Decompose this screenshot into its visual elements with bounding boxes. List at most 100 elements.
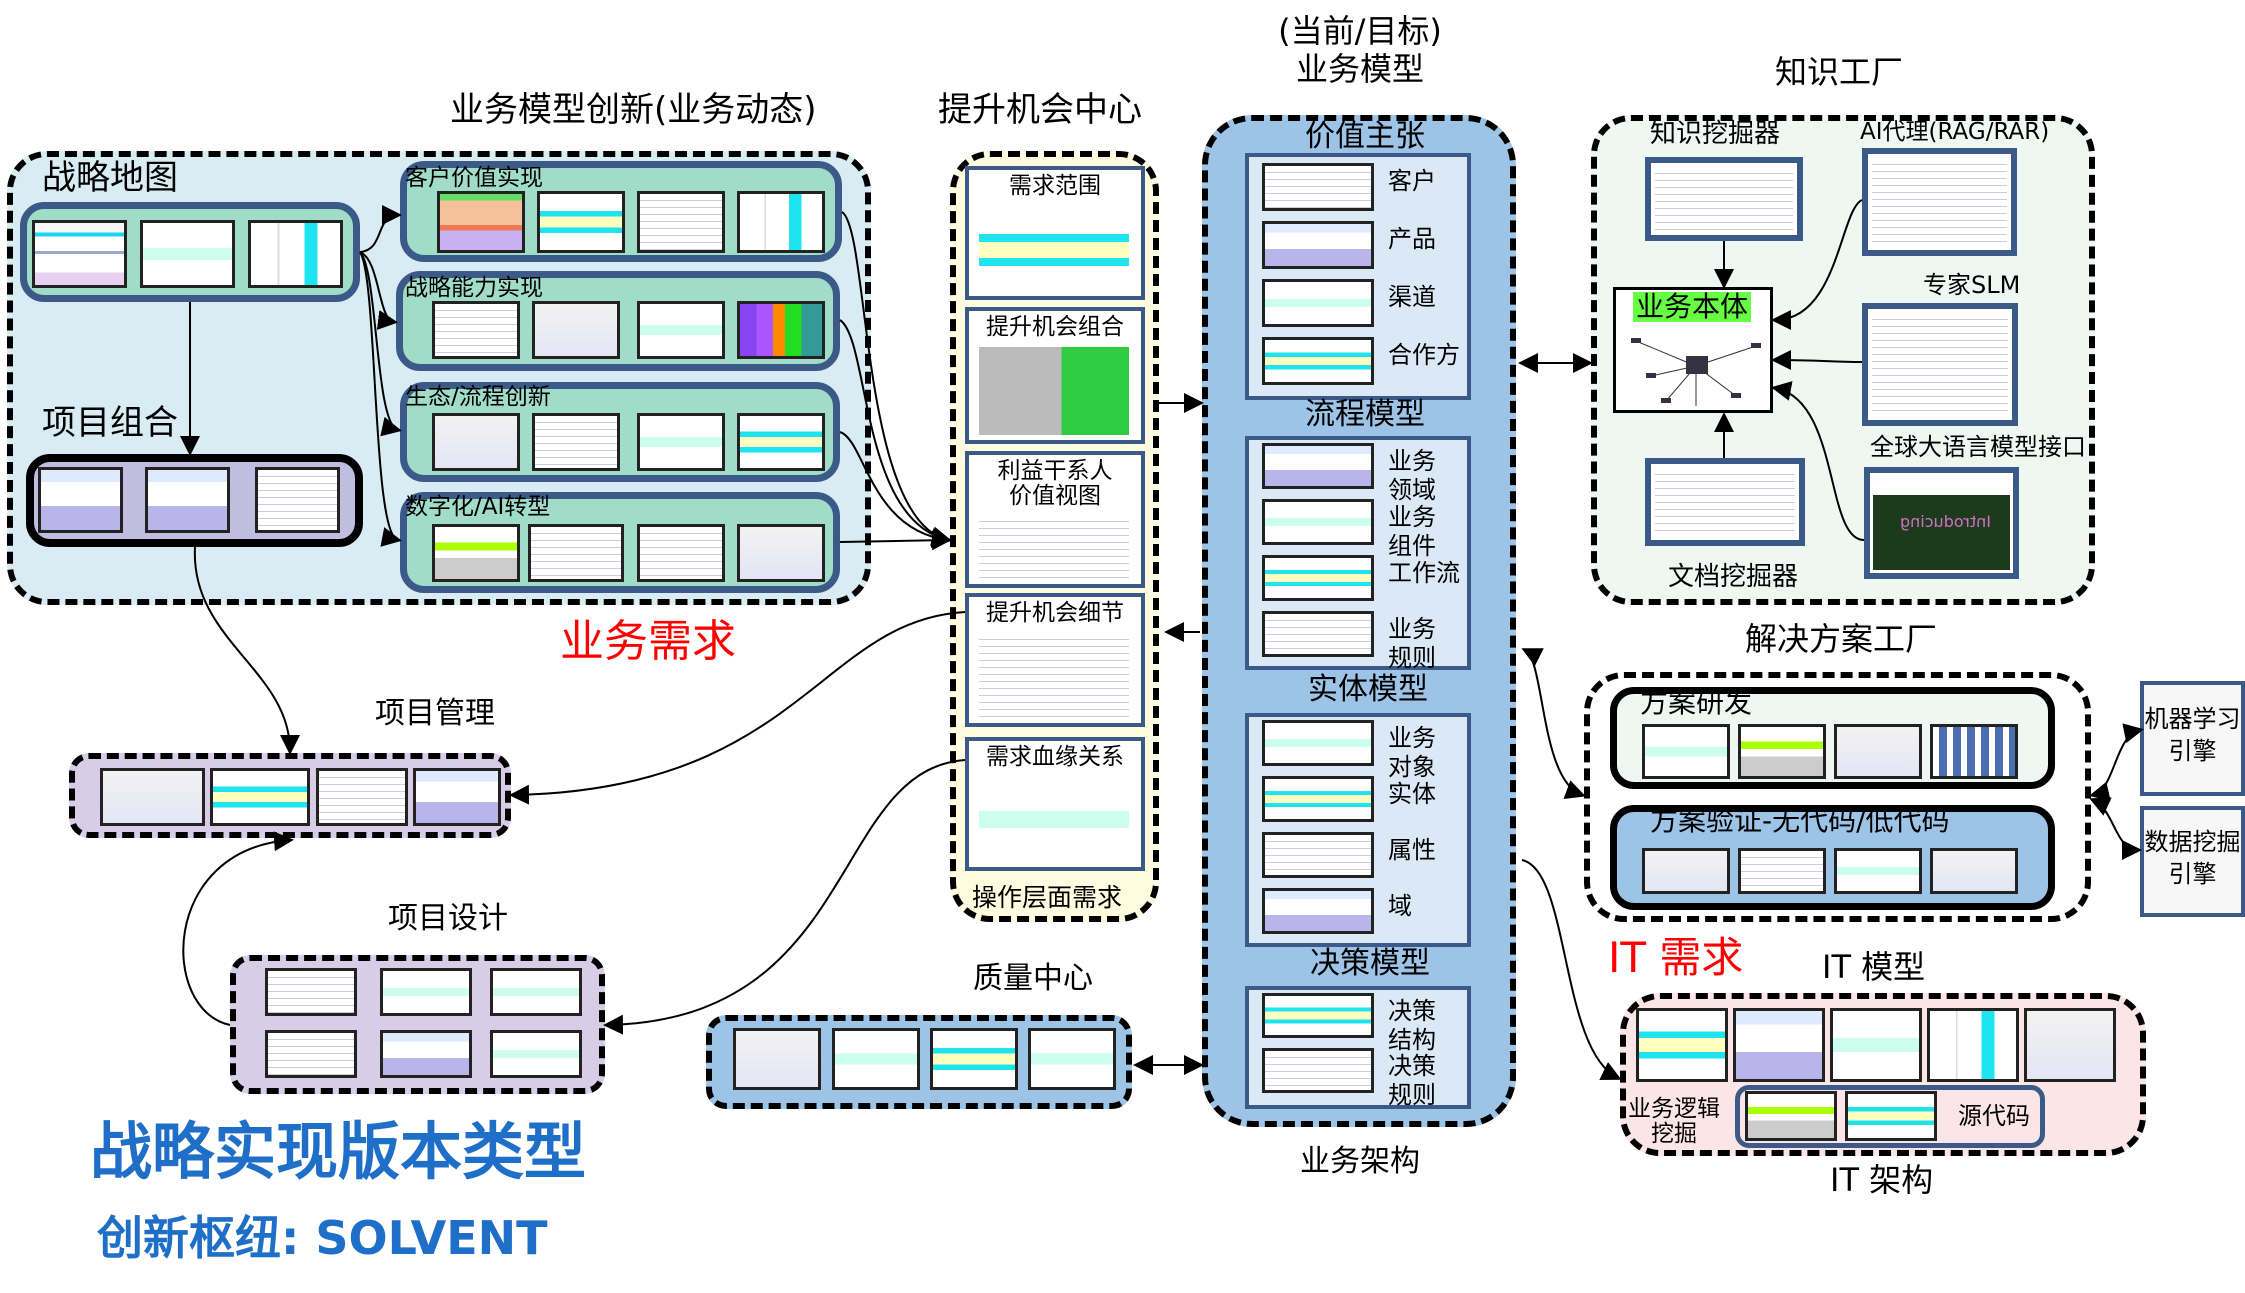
screenshot-thumbnail	[1845, 1091, 1937, 1141]
screenshot-thumbnail	[1262, 1048, 1374, 1093]
screenshot-thumbnail	[637, 524, 725, 582]
screenshot-thumbnail	[1872, 313, 2008, 416]
screenshot-thumbnail	[1834, 848, 1922, 894]
strategy-map-label: 战略地图	[42, 158, 178, 198]
subtitle: 创新枢纽: SOLVENT	[97, 1211, 548, 1265]
screenshot-thumbnail	[1872, 158, 2007, 246]
group-label: 数字化/AI转型	[405, 494, 551, 520]
model-item-label[interactable]: 渠道	[1388, 283, 1436, 311]
model-item-label[interactable]: 业务 规则	[1388, 615, 1436, 672]
engine-label: 机器学习 引擎	[2144, 705, 2241, 766]
screenshot-thumbnail	[1733, 1008, 1825, 1082]
group-label: 生态/流程创新	[405, 384, 551, 410]
screenshot-thumbnail	[537, 191, 625, 253]
screenshot-thumbnail	[1642, 848, 1730, 894]
ai-agent-box[interactable]	[1862, 148, 2017, 256]
source-code-box[interactable]	[1735, 1085, 2045, 1148]
screenshot-thumbnail	[528, 524, 624, 582]
screenshot-thumbnail	[1262, 832, 1374, 878]
model-item-label[interactable]: 实体	[1388, 780, 1436, 808]
panel-stakeholder-value[interactable]: 利益干系人 价值视图	[965, 451, 1145, 588]
screenshot-thumbnail	[380, 1030, 472, 1078]
panel-requirement-lineage[interactable]: 需求血缘关系	[965, 737, 1145, 871]
model-item-label[interactable]: 域	[1388, 892, 1412, 920]
screenshot-thumbnail	[1028, 1028, 1116, 1090]
screenshot-thumbnail	[432, 524, 520, 582]
screenshot-thumbnail	[1262, 337, 1374, 385]
project-portfolio-label: 项目组合	[42, 403, 178, 443]
business-innovation-title: 业务模型创新(业务动态)	[450, 90, 817, 130]
screenshot-thumbnail	[532, 413, 620, 471]
screenshot-thumbnail	[1262, 499, 1374, 545]
screenshot-thumbnail	[1262, 888, 1374, 934]
business-model-title-1: (当前/目标)	[1278, 12, 1442, 50]
group-label: 客户价值实现	[405, 165, 543, 191]
solution-validation-label: 方案验证-无代码/低代码	[1650, 804, 1950, 837]
model-item-label[interactable]: 合作方	[1388, 341, 1460, 369]
screenshot-thumbnail	[1745, 1091, 1837, 1141]
model-item-label[interactable]: 决策 规则	[1388, 1052, 1436, 1109]
panel-label: 提升机会组合	[986, 314, 1124, 340]
panel-opportunity-portfolio[interactable]: 提升机会组合	[965, 307, 1145, 444]
panel-label: 利益干系人 价值视图	[997, 458, 1113, 510]
solution-research-label: 方案研发	[1640, 686, 1753, 719]
business-ontology-box[interactable]: 业务本体	[1613, 287, 1773, 413]
screenshot-thumbnail	[979, 210, 1129, 290]
model-item-label[interactable]: 业务 组件	[1388, 503, 1436, 560]
panel-label: 需求范围	[1009, 173, 1101, 199]
model-item-label[interactable]: 业务 领域	[1388, 447, 1436, 504]
screenshot-thumbnail	[380, 968, 472, 1016]
model-item-label[interactable]: 属性	[1388, 836, 1436, 864]
screenshot-thumbnail	[1655, 167, 1793, 231]
expert-slm-box[interactable]	[1862, 303, 2018, 426]
screenshot-thumbnail	[1834, 724, 1922, 779]
screenshot-thumbnail	[1636, 1008, 1728, 1082]
screenshot-thumbnail	[930, 1028, 1018, 1090]
doc-miner-label: 文档挖掘器	[1668, 562, 1799, 592]
screenshot-thumbnail	[737, 524, 825, 582]
model-item-label[interactable]: 客户	[1388, 167, 1436, 195]
panel-opportunity-detail[interactable]: 提升机会细节	[965, 593, 1145, 727]
ontology-graph-icon	[1631, 338, 1761, 406]
screenshot-thumbnail	[1655, 468, 1795, 536]
screenshot-thumbnail	[832, 1028, 920, 1090]
intro-text: Introducing	[1900, 512, 1991, 531]
screenshot-thumbnail	[140, 220, 235, 288]
screenshot-thumbnail	[1262, 221, 1374, 269]
global-llm-box[interactable]: Introducing	[1864, 467, 2019, 579]
opportunity-center-title: 提升机会中心	[938, 90, 1142, 130]
screenshot-thumbnail	[413, 768, 501, 826]
data-mining-engine-box[interactable]: 数据挖掘 引擎	[2140, 806, 2245, 917]
ai-agent-label: AI代理(RAG/RAR)	[1860, 119, 2050, 145]
section-title: 实体模型	[1308, 672, 1428, 707]
screenshot-thumbnail	[737, 191, 825, 253]
screenshot-thumbnail	[248, 220, 343, 288]
arrow	[1521, 648, 1586, 799]
model-item-label[interactable]: 工作流	[1388, 559, 1460, 587]
section-title: 流程模型	[1305, 397, 1425, 432]
screenshot-thumbnail	[432, 413, 520, 471]
project-design-label: 项目设计	[388, 901, 508, 936]
screenshot-thumbnail	[490, 968, 582, 1016]
business-ontology-label: 业务本体	[1633, 291, 1751, 322]
knowledge-miner-box[interactable]	[1645, 157, 1803, 241]
panel-requirement-scope[interactable]: 需求范围	[965, 166, 1145, 300]
arrow	[2089, 797, 2142, 860]
section-title: 价值主张	[1305, 119, 1425, 154]
solution-factory-title: 解决方案工厂	[1745, 620, 1938, 658]
arrow	[603, 759, 966, 1035]
screenshot-thumbnail	[490, 1030, 582, 1078]
model-item-label[interactable]: 决策 结构	[1388, 997, 1436, 1054]
quality-center-label: 质量中心	[973, 961, 1093, 996]
screenshot-thumbnail	[145, 467, 230, 533]
ml-engine-box[interactable]: 机器学习 引擎	[2140, 681, 2245, 796]
operational-requirement-label: 操作层面需求	[972, 883, 1123, 912]
it-requirement-label: IT 需求	[1608, 933, 1744, 982]
screenshot-thumbnail	[637, 191, 725, 253]
group-label: 战略能力实现	[405, 275, 543, 301]
screenshot-thumbnail	[1930, 848, 2018, 894]
doc-miner-box[interactable]	[1645, 458, 1805, 546]
screenshot-thumbnail	[100, 768, 205, 826]
model-item-label[interactable]: 业务 对象	[1388, 724, 1436, 781]
model-item-label[interactable]: 产品	[1388, 225, 1436, 253]
